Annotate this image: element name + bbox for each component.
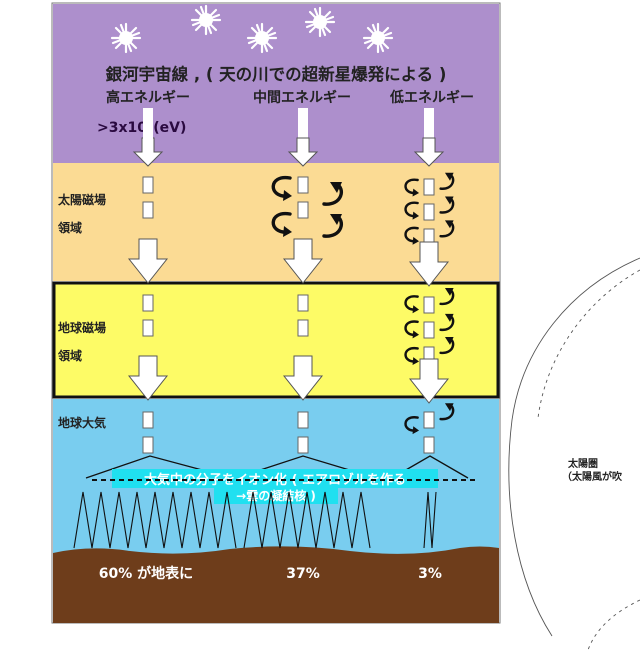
ionization-highlight-2 (214, 487, 338, 504)
ionization-highlight-1 (112, 469, 438, 488)
low-energy-label: 低エネルギー (389, 89, 474, 106)
heliosphere-outline (508, 257, 640, 651)
energy-threshold: >3x108(eV) (97, 118, 186, 136)
solar-field-label-2: 領域 (57, 220, 82, 235)
atmosphere-label: 地球大気 (58, 415, 106, 430)
solar-field-label-1: 太陽磁場 (58, 192, 106, 207)
mid-energy-percentage: 37% (286, 566, 320, 582)
high-energy-zigzag (73, 491, 237, 549)
mid-energy-label: 中間エネルギー (253, 89, 351, 106)
low-energy-zigzag (423, 491, 437, 549)
ground-band (53, 546, 499, 623)
earth-field-label-1: 地球磁場 (58, 320, 106, 335)
high-energy-top-shaft (143, 108, 153, 142)
high-energy-percentage: 60% が地表に (99, 565, 193, 582)
heliosphere-label-1: 太陽圏 (567, 457, 598, 470)
threshold-base: >3x10 (97, 120, 147, 136)
high-energy-label: 高エネルギー (106, 89, 190, 106)
earth-field-label-2: 領域 (57, 348, 82, 363)
threshold-unit: (eV) (153, 120, 186, 136)
low-energy-percentage: 3% (418, 566, 442, 582)
shower-zigzags (73, 491, 437, 549)
heliosphere-label-2: （太陽風が吹 (562, 470, 622, 483)
low-energy-column (404, 108, 455, 454)
mid-energy-column (271, 108, 344, 454)
ionization-text-2: →雲の凝結核 ) (236, 488, 316, 503)
cosmic-ray-title: 銀河宇宙線 , ( 天の川での超新星爆発による ) (106, 64, 447, 84)
mid-energy-zigzag (243, 491, 371, 549)
